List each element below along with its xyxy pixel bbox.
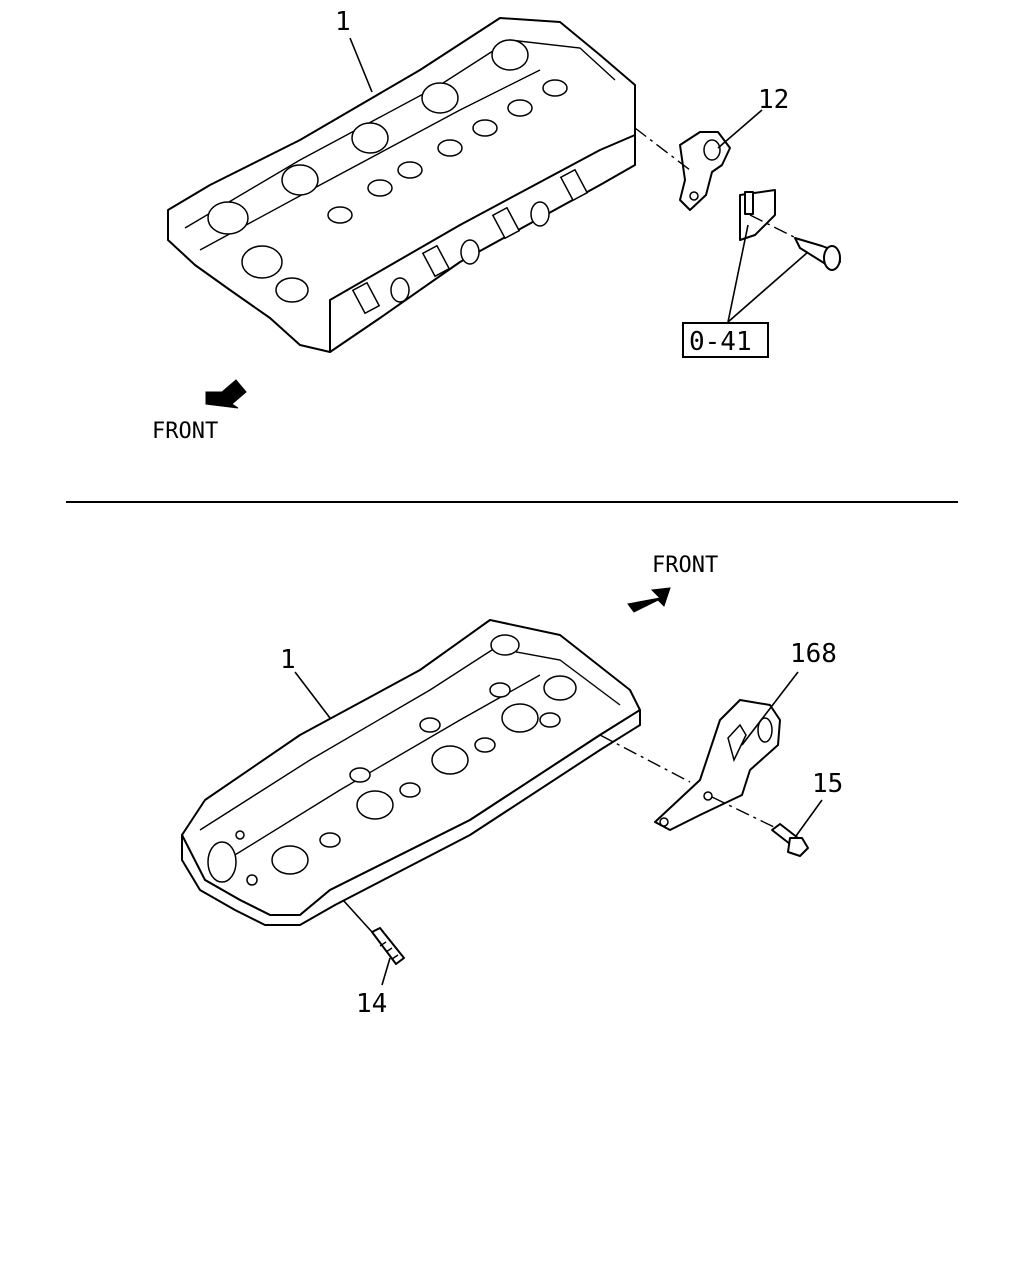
centerline-bolt-bottom — [711, 796, 777, 829]
front-arrow-bottom — [627, 587, 671, 613]
leader-168 — [741, 671, 799, 746]
bolt-washer-top — [739, 189, 841, 271]
leader-15 — [795, 799, 823, 837]
cam-bores-bottom — [271, 634, 577, 875]
port-openings-top — [351, 168, 589, 315]
callout-168: 168 — [790, 639, 837, 669]
callout-14: 14 — [356, 989, 387, 1019]
centerline-bolt-top — [749, 214, 801, 241]
centerline-bottom — [599, 734, 691, 783]
top-view: 1 12 0-41 FRONT — [152, 7, 841, 444]
callout-12: 12 — [758, 85, 789, 115]
front-arrow-top — [205, 379, 247, 409]
leader-041-a — [727, 224, 749, 323]
leader-14-head — [342, 899, 373, 933]
valve-seats-top — [327, 79, 568, 224]
bottom-view: FRONT — [181, 553, 843, 1019]
svg-text:0-41: 0-41 — [689, 327, 752, 357]
callout-15: 15 — [812, 769, 843, 799]
centerline-top — [634, 127, 691, 171]
callout-1-top: 1 — [335, 7, 351, 37]
leader-041-b — [727, 251, 809, 323]
leader-1-top — [349, 37, 373, 93]
leader-1-bottom — [294, 671, 331, 719]
stud-14 — [371, 927, 405, 965]
bracket-168 — [654, 699, 781, 831]
cam-bores-top — [207, 39, 529, 303]
front-label-bottom: FRONT — [652, 553, 718, 578]
callout-1-bottom: 1 — [280, 645, 296, 675]
front-label-top: FRONT — [152, 419, 218, 444]
reference-box-0-41: 0-41 — [682, 322, 769, 358]
leader-14 — [381, 957, 391, 986]
bolt-15 — [771, 823, 809, 857]
leader-12 — [717, 109, 763, 149]
bracket-12 — [679, 131, 731, 211]
end-bore-bottom — [207, 841, 237, 883]
cylinder-head-top — [167, 17, 636, 353]
valve-seats-bottom — [319, 682, 561, 848]
cylinder-head-bottom — [181, 619, 641, 926]
